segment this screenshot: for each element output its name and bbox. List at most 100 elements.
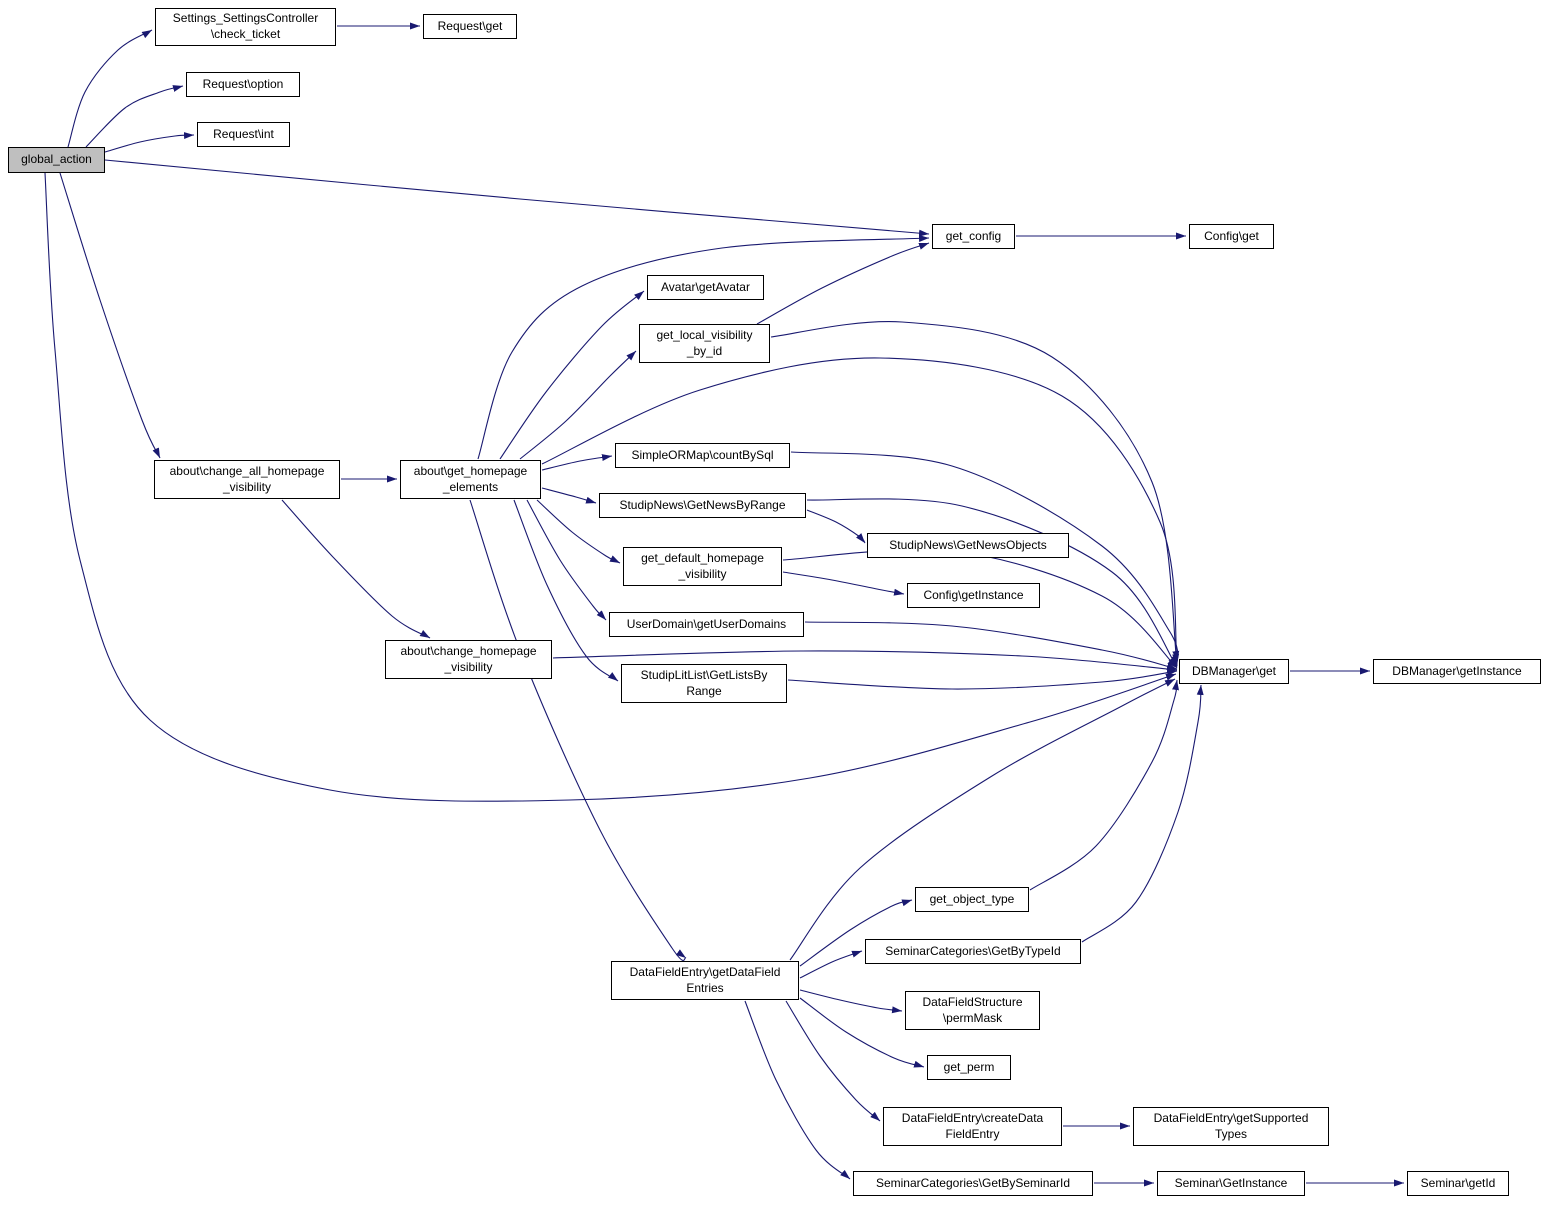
- edge-get-homepage-elements-to-get-config: [477, 234, 930, 460]
- node-label: Types: [1214, 1126, 1247, 1141]
- node-get-local-visibility-by-id[interactable]: get_local_visibility_by_id: [639, 324, 770, 363]
- node-seminar-getinstance[interactable]: Seminar\GetInstance: [1157, 1171, 1305, 1196]
- node-label: about\change_homepage: [400, 643, 537, 658]
- node-get-homepage-elements[interactable]: about\get_homepage_elements: [400, 460, 541, 499]
- edge-get-homepage-elements-to-avatar-getavatar: [499, 290, 645, 460]
- node-change-homepage-visibility[interactable]: about\change_homepage_visibility: [385, 640, 552, 679]
- edge-global-action-to-change-all-homepage-visibility: [59, 172, 161, 459]
- node-label: Request\get: [437, 18, 503, 33]
- edge-get-local-visibility-by-id-to-dbmanager-get: [770, 320, 1180, 665]
- node-label: _visibility: [444, 659, 493, 674]
- node-label: get_default_homepage: [641, 550, 764, 565]
- node-label: _by_id: [686, 343, 723, 358]
- node-dbmanager-get[interactable]: DBManager\get: [1179, 659, 1289, 684]
- edge-getdatafieldentries-to-createdatafieldentry: [785, 1000, 881, 1122]
- node-avatar-getavatar[interactable]: Avatar\getAvatar: [647, 275, 764, 300]
- node-label: Settings_SettingsController: [172, 11, 319, 26]
- node-label: DataFieldEntry\getSupported: [1153, 1110, 1309, 1125]
- node-dbmanager-getinstance[interactable]: DBManager\getInstance: [1373, 659, 1541, 684]
- node-label: Range: [686, 683, 722, 698]
- edge-global-action-to-dbmanager-get: [44, 172, 1177, 802]
- edge-get-homepage-elements-to-getnewsbyrange: [541, 487, 597, 504]
- node-label: Config\get: [1204, 228, 1259, 243]
- edge-get-homepage-elements-to-getlistsbyrange: [513, 499, 619, 682]
- node-label: StudipNews\GetNewsObjects: [889, 537, 1047, 552]
- node-label: Seminar\GetInstance: [1174, 1175, 1288, 1190]
- node-change-all-homepage-visibility[interactable]: about\change_all_homepage_visibility: [154, 460, 340, 499]
- node-label: Request\option: [202, 76, 284, 91]
- edge-getlistsbyrange-to-dbmanager-get: [787, 668, 1178, 690]
- edge-countbysql-to-dbmanager-get: [790, 451, 1179, 667]
- node-label: DataFieldEntry\createData: [901, 1110, 1044, 1125]
- node-label: FieldEntry: [945, 1126, 1000, 1141]
- edge-global-action-to-settings-check-ticket: [67, 29, 153, 148]
- edge-get-homepage-elements-to-dbmanager-get: [541, 357, 1180, 662]
- node-getnewsbyrange[interactable]: StudipNews\GetNewsByRange: [599, 493, 806, 518]
- edge-getdatafieldentries-to-dbmanager-get: [789, 678, 1176, 961]
- node-get-config[interactable]: get_config: [932, 224, 1015, 249]
- node-label: \check_ticket: [210, 27, 281, 41]
- node-label: DataFieldEntry\getDataField: [629, 964, 781, 979]
- edge-change-all-homepage-visibility-to-change-homepage-visibility: [281, 499, 431, 639]
- node-getnewsobjects[interactable]: StudipNews\GetNewsObjects: [867, 533, 1069, 558]
- node-permmask[interactable]: DataFieldStructure\permMask: [905, 991, 1040, 1030]
- node-config-get[interactable]: Config\get: [1189, 224, 1274, 249]
- edge-getdatafieldentries-to-get-object-type: [799, 899, 913, 967]
- node-settings-check-ticket[interactable]: Settings_SettingsController\check_ticket: [155, 8, 336, 46]
- node-label: get_local_visibility: [656, 327, 753, 342]
- node-getuserdomains[interactable]: UserDomain\getUserDomains: [609, 612, 804, 637]
- edge-global-action-to-request-option: [85, 85, 184, 148]
- edge-getbytypeid-to-dbmanager-get: [1081, 684, 1204, 943]
- node-label: SeminarCategories\GetByTypeId: [885, 943, 1061, 958]
- node-label: DataFieldStructure: [922, 994, 1023, 1009]
- node-label: UserDomain\getUserDomains: [626, 616, 787, 631]
- node-label: \permMask: [942, 1010, 1003, 1025]
- node-getbytypeid[interactable]: SeminarCategories\GetByTypeId: [865, 939, 1081, 964]
- edge-get-local-visibility-by-id-to-get-config: [756, 242, 930, 325]
- node-get-object-type[interactable]: get_object_type: [915, 887, 1029, 912]
- edge-get-default-homepage-visibility-to-dbmanager-get: [782, 548, 1178, 669]
- node-get-perm[interactable]: get_perm: [927, 1055, 1011, 1080]
- node-label: about\get_homepage: [413, 463, 528, 478]
- node-global-action: global_action: [8, 147, 105, 173]
- node-label: DBManager\getInstance: [1392, 663, 1522, 678]
- node-label: DBManager\get: [1191, 663, 1277, 678]
- edge-getuserdomains-to-dbmanager-get: [804, 621, 1178, 670]
- edges-layer: [44, 22, 1404, 1187]
- edge-get-homepage-elements-to-getdatafieldentries: [469, 499, 687, 961]
- node-label: _visibility: [678, 566, 727, 581]
- node-getbyseminarid[interactable]: SeminarCategories\GetBySeminarId: [853, 1171, 1093, 1196]
- node-label: Config\getInstance: [923, 587, 1024, 602]
- node-request-option[interactable]: Request\option: [186, 72, 300, 97]
- node-request-int[interactable]: Request\int: [197, 122, 290, 147]
- node-countbysql[interactable]: SimpleORMap\countBySql: [615, 443, 790, 468]
- edge-get-object-type-to-dbmanager-get: [1029, 679, 1179, 891]
- node-config-getinstance[interactable]: Config\getInstance: [907, 583, 1040, 608]
- edge-getdatafieldentries-to-getbytypeid: [799, 950, 863, 979]
- edge-getdatafieldentries-to-permmask: [799, 989, 903, 1014]
- edge-get-homepage-elements-to-getuserdomains: [526, 499, 607, 621]
- node-label: get_perm: [943, 1059, 995, 1074]
- edge-get-default-homepage-visibility-to-config-getinstance: [782, 571, 905, 596]
- node-label: SimpleORMap\countBySql: [631, 447, 774, 462]
- node-label: get_object_type: [929, 891, 1015, 906]
- node-get-default-homepage-visibility[interactable]: get_default_homepage_visibility: [623, 547, 782, 586]
- edge-getnewsbyrange-to-dbmanager-get: [806, 498, 1178, 668]
- edge-getnewsbyrange-to-getnewsobjects: [806, 509, 866, 544]
- edge-get-homepage-elements-to-get-local-visibility-by-id: [519, 350, 637, 460]
- node-request-get[interactable]: Request\get: [423, 14, 517, 39]
- edge-getdatafieldentries-to-get-perm: [799, 997, 925, 1068]
- node-label: Entries: [686, 980, 724, 995]
- edge-global-action-to-request-int: [104, 132, 195, 153]
- node-label: global_action: [21, 152, 92, 167]
- edge-get-homepage-elements-to-countbysql: [541, 454, 613, 471]
- edge-getdatafieldentries-to-getbyseminarid: [744, 1000, 851, 1180]
- node-seminar-getid[interactable]: Seminar\getId: [1407, 1171, 1509, 1196]
- edge-global-action-to-get-config: [104, 159, 930, 237]
